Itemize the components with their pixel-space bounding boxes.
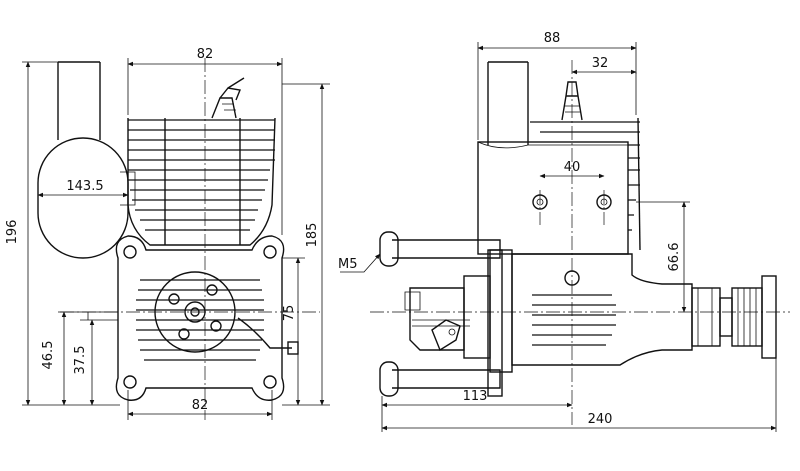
dim-front-offset-37-5: 37.5 bbox=[73, 346, 88, 375]
crankcase bbox=[115, 235, 299, 401]
dim-side-length-240: 240 bbox=[588, 412, 613, 427]
dim-side-width-88: 88 bbox=[544, 31, 561, 46]
dim-front-width-bottom: 82 bbox=[192, 398, 209, 413]
spark-plug bbox=[211, 77, 245, 119]
dim-front-height-75: 75 bbox=[282, 305, 297, 322]
label-thread-m5: M5 bbox=[338, 257, 358, 272]
cylinder-fins bbox=[127, 117, 276, 246]
front-view: 82 196 143.5 185 75 46.5 37.5 82 bbox=[5, 47, 330, 420]
dim-side-length-113: 113 bbox=[463, 389, 488, 404]
dim-front-cylinder: 143.5 bbox=[66, 179, 103, 194]
dim-front-width-top: 82 bbox=[197, 47, 214, 62]
dim-side-height-66-6: 66.6 bbox=[667, 243, 682, 272]
dim-front-height-185: 185 bbox=[305, 223, 320, 248]
mount-rails bbox=[379, 231, 503, 397]
dim-side-width-40: 40 bbox=[564, 160, 581, 175]
dim-front-offset-46-5: 46.5 bbox=[41, 341, 56, 370]
dim-front-height-total: 196 bbox=[5, 220, 20, 245]
dim-side-width-32: 32 bbox=[592, 56, 609, 71]
side-view: 88 32 40 66.6 M5 113 240 bbox=[338, 31, 790, 432]
